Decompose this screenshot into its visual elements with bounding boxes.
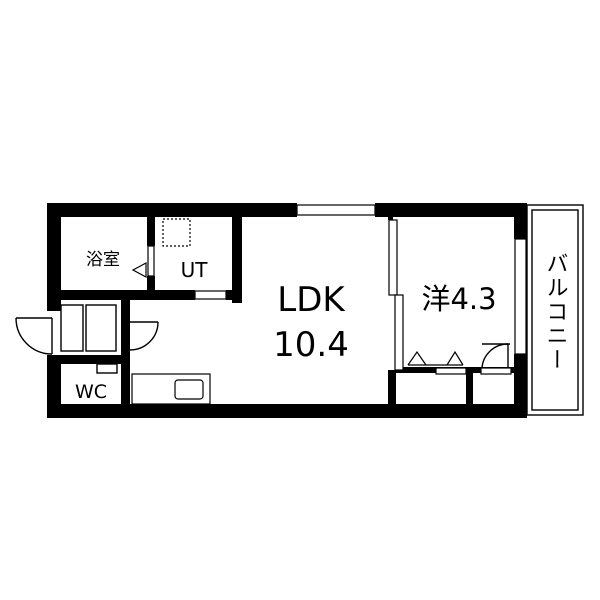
balcony-label: バルコニー [543, 252, 568, 372]
outer-walls [47, 203, 527, 418]
closet-divider [466, 367, 473, 404]
closet-door-swing [481, 343, 509, 369]
closet-hanger-icon [407, 350, 464, 366]
windows [296, 204, 527, 355]
western-sliding-door-2 [394, 294, 404, 371]
bath-block-bottom-wall-left [61, 290, 195, 300]
left-wall-upper [47, 203, 61, 311]
western-room-label: 洋4.3 [421, 282, 496, 316]
top-wall-left [47, 203, 297, 217]
ut-arrow-icon [131, 261, 147, 279]
sliding-doors [147, 219, 404, 371]
western-left-wall-bottom [388, 370, 396, 404]
ut-sliding-door [147, 245, 155, 277]
wc-door [96, 363, 118, 374]
bath-ut-divider-bottom [147, 276, 155, 290]
bath-block-doorway [194, 290, 227, 300]
balcony [526, 204, 584, 416]
bath-block-bottom-wall-right [226, 290, 242, 300]
ldk-name-label: LDK [277, 280, 346, 320]
western-left-wall-top [388, 217, 393, 220]
top-wall-right [375, 203, 527, 217]
entrance-door-swing [15, 317, 53, 355]
bath-block-right-wall [232, 217, 242, 303]
fixtures [131, 218, 512, 405]
right-wall-lower [514, 354, 527, 418]
western-sliding-door-1 [388, 219, 398, 296]
bottom-wall [47, 404, 527, 418]
doors [15, 304, 510, 374]
wc-label: WC [75, 381, 107, 403]
washer-space [162, 218, 191, 247]
left-wall-lower [47, 355, 61, 418]
western-room-window [514, 238, 527, 355]
utility-label: UT [181, 258, 209, 282]
kitchen-sink [174, 379, 204, 400]
balcony-inner [531, 209, 579, 411]
kitchen-counter [131, 373, 211, 405]
wc-top-wall [61, 355, 121, 364]
ldk-top-window [296, 204, 376, 216]
right-wall-upper [514, 203, 527, 239]
hall-door-swing [129, 321, 159, 351]
bath-ut-divider-top [147, 217, 155, 246]
wc-right-wall [121, 300, 130, 404]
bath-label: 浴室 [86, 250, 120, 270]
ldk-size-label: 10.4 [273, 325, 349, 365]
